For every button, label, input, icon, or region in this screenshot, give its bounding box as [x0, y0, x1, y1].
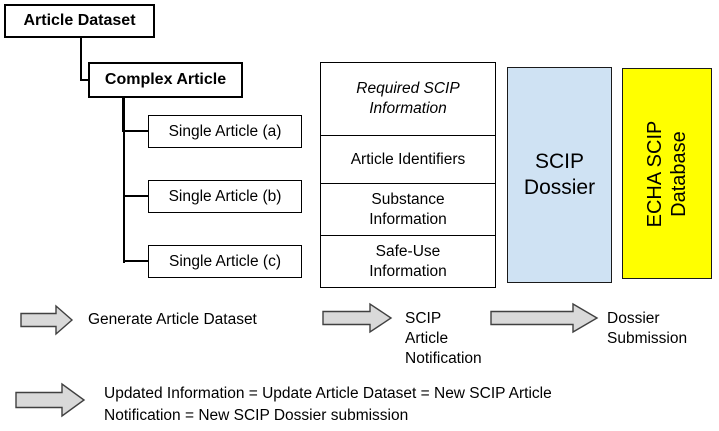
connector-branch-b-line	[124, 195, 148, 197]
generate-article-dataset-label: Generate Article Dataset	[88, 311, 257, 328]
single-article-a-box: Single Article (a)	[148, 115, 302, 148]
article-dataset-label: Article Dataset	[23, 12, 136, 29]
connector-root-vertical-line	[80, 37, 82, 80]
table-header-required-scip-information: Required SCIP Information	[356, 80, 460, 117]
table-row-safe-use-information: Safe-Use Information	[321, 235, 495, 287]
single-article-a-label: Single Article (a)	[168, 122, 282, 140]
update-arrow-icon	[15, 382, 86, 418]
scip-dossier-box: SCIP Dossier	[507, 67, 612, 283]
connector-branch-c-line	[124, 260, 148, 262]
required-scip-information-table: Required SCIP Information Article Identi…	[320, 62, 496, 288]
update-note-text: Updated Information = Update Article Dat…	[104, 385, 552, 424]
notification-arrow-icon	[322, 302, 393, 334]
complex-article-label: Complex Article	[104, 71, 227, 88]
echa-scip-database-box: ECHA SCIP Database	[622, 68, 712, 279]
generate-arrow-icon	[20, 304, 74, 336]
connector-root-horizontal-line	[80, 79, 89, 81]
single-article-c-label: Single Article (c)	[169, 252, 281, 270]
complex-article-box: Complex Article	[88, 62, 243, 98]
table-row-article-identifiers: Article Identifiers	[321, 135, 495, 183]
echa-scip-database-label: ECHA SCIP Database	[644, 120, 690, 227]
scip-article-notification-label: SCIP Article Notification	[405, 310, 482, 367]
single-article-b-box: Single Article (b)	[148, 180, 302, 213]
scip-dossier-label: SCIP Dossier	[523, 150, 596, 199]
connector-branch-a-line	[124, 130, 148, 132]
submission-arrow-icon	[490, 302, 599, 334]
connector-parent-vertical-line	[123, 97, 125, 263]
table-row-substance-information: Substance Information	[321, 183, 495, 235]
article-dataset-box: Article Dataset	[4, 4, 155, 38]
dossier-submission-label: Dossier Submission	[607, 310, 688, 347]
single-article-b-label: Single Article (b)	[168, 187, 282, 205]
single-article-c-box: Single Article (c)	[148, 245, 302, 278]
